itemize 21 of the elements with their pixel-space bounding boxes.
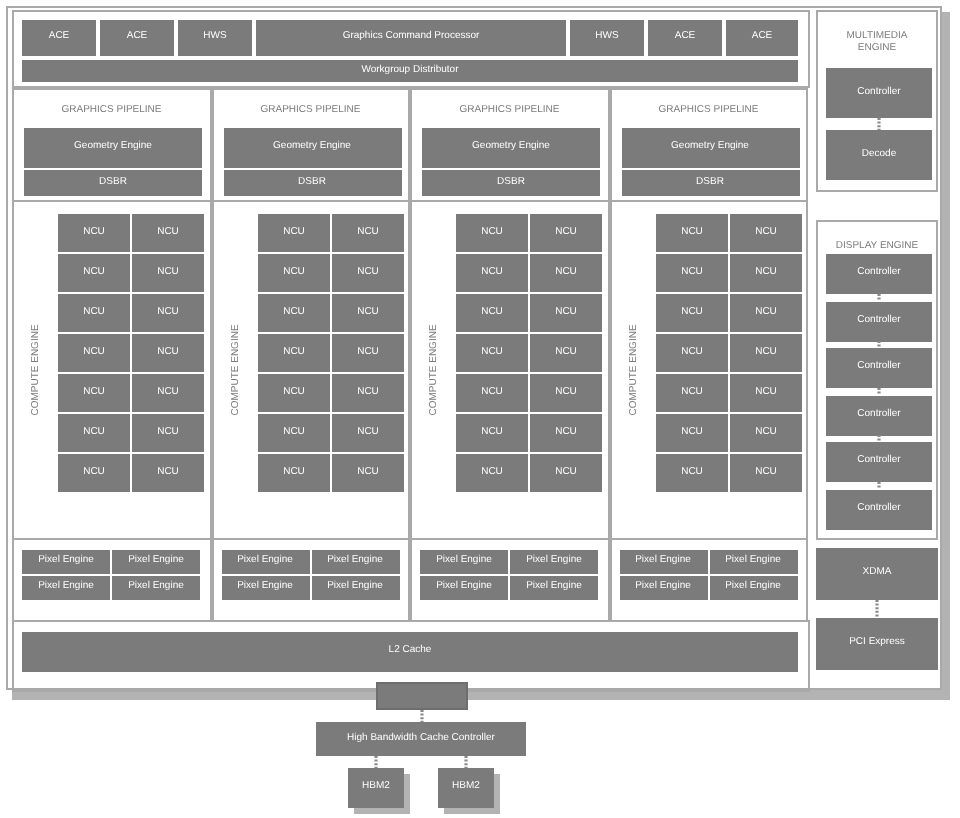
unit-block <box>376 682 468 710</box>
engine-panel <box>410 200 609 540</box>
dotted-connector <box>877 482 881 489</box>
engine-panel <box>816 10 938 192</box>
dotted-connector <box>420 710 424 722</box>
engine-panel <box>12 200 211 540</box>
dotted-connector <box>464 756 468 768</box>
engine-panel <box>12 88 211 202</box>
engine-panel <box>609 200 808 540</box>
dotted-connector <box>877 294 881 301</box>
engine-panel <box>410 88 609 202</box>
dotted-connector <box>877 341 881 348</box>
dotted-connector <box>877 435 881 442</box>
dotted-connector <box>875 600 879 618</box>
engine-panel <box>211 200 410 540</box>
engine-panel <box>816 220 938 540</box>
engine-panel <box>211 88 410 202</box>
dotted-connector <box>374 756 378 768</box>
dotted-connector <box>877 388 881 395</box>
engine-panel <box>609 88 808 202</box>
dotted-connector <box>877 118 881 130</box>
